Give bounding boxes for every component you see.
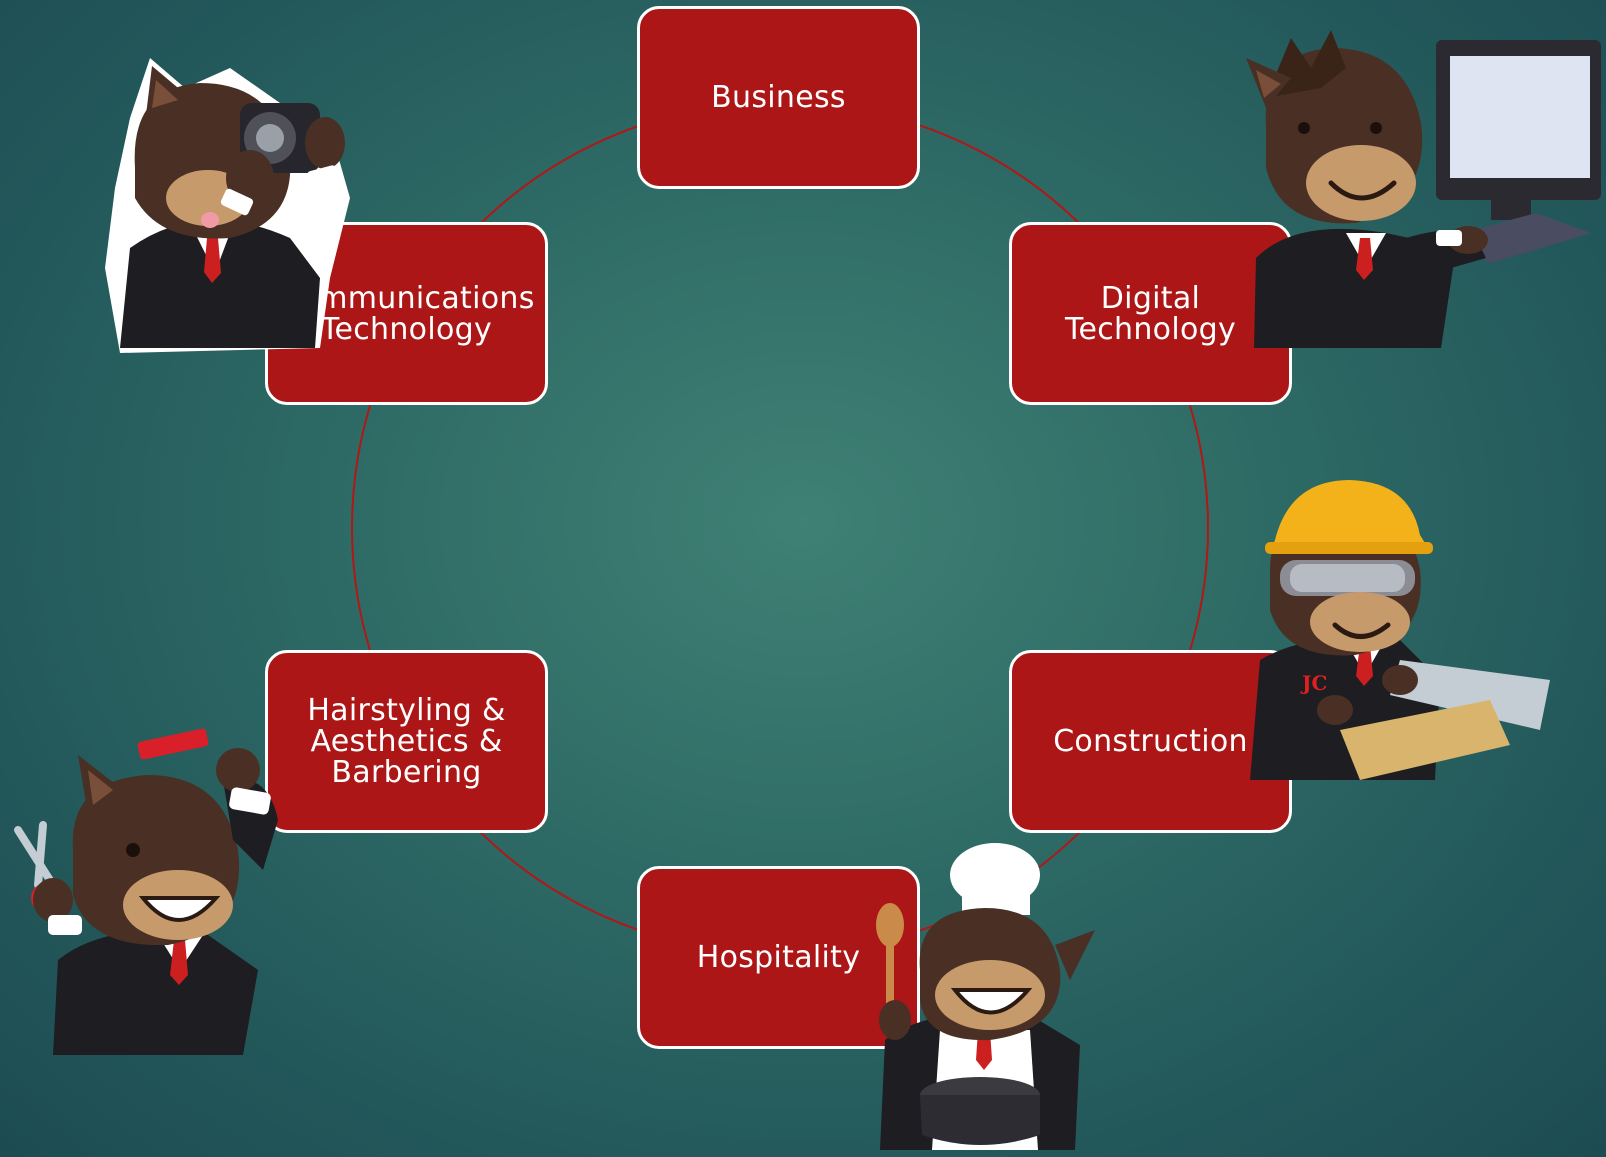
svg-text:JC: JC: [1300, 671, 1327, 695]
hard-hat-icon: [1270, 480, 1428, 552]
barber-mascot: [14, 728, 278, 1055]
construction-mascot: JC: [1250, 480, 1550, 780]
node-digital-technology-label: Digital Technology: [1064, 280, 1237, 347]
node-hairstyling-label: Hairstyling & Aesthetics & Barbering: [307, 693, 506, 790]
node-construction[interactable]: Construction: [1009, 650, 1292, 833]
node-business[interactable]: Business: [637, 6, 920, 189]
node-construction-label: Construction: [1053, 724, 1248, 759]
node-hospitality[interactable]: Hospitality: [637, 866, 920, 1049]
node-hospitality-label: Hospitality: [696, 940, 861, 975]
comb-icon: [137, 728, 209, 760]
computer-mascot: [1246, 30, 1601, 348]
node-business-label: Business: [711, 80, 846, 115]
node-digital-technology[interactable]: Digital Technology: [1009, 222, 1292, 405]
chef-mascot: JC: [876, 843, 1095, 1150]
photographer-mascot: [105, 58, 350, 353]
node-hairstyling-aesthetics-barbering[interactable]: Hairstyling & Aesthetics & Barbering: [265, 650, 548, 833]
